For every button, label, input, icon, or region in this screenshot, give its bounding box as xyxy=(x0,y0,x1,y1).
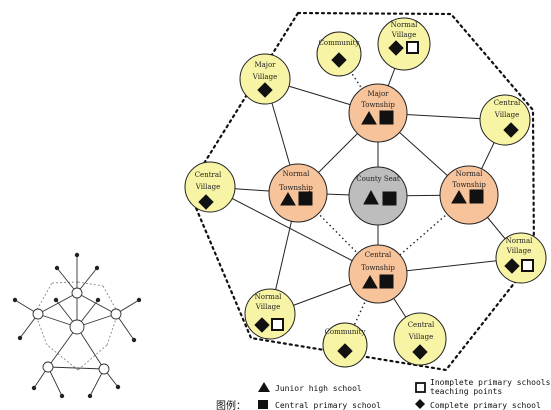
complete-primary-diamond-icon xyxy=(412,344,428,360)
incomplete-primary-square-icon xyxy=(271,318,284,331)
major-township-node xyxy=(348,83,408,143)
community-bottom-label: Community xyxy=(325,328,366,336)
legend-triangle-icon xyxy=(258,382,270,392)
legend-hollow-square-icon xyxy=(415,382,426,393)
central-village-south-node xyxy=(393,312,447,366)
school-symbols xyxy=(198,40,534,360)
community-top-label: Community xyxy=(319,39,360,47)
junior-high-triangle-icon xyxy=(361,111,377,125)
central-village-south-label-2: Village xyxy=(408,333,433,341)
county-seat-label: County Seat xyxy=(356,175,400,183)
legend-filled-square-icon xyxy=(258,400,268,409)
incomplete-primary-square-icon xyxy=(521,259,534,272)
junior-high-triangle-icon xyxy=(451,190,467,204)
major-village-label-2: Village xyxy=(252,73,277,81)
normal-village-east-label-1: Normal xyxy=(506,237,533,245)
complete-primary-diamond-icon xyxy=(198,194,214,210)
normal-village-top-node xyxy=(377,17,431,71)
normal-township-west-label-1: Normal xyxy=(283,170,310,178)
normal-village-east-label-2: Village xyxy=(506,247,531,255)
legend-incomplete-primary-label-2: teaching points xyxy=(430,387,502,396)
junior-high-triangle-icon xyxy=(362,275,378,289)
normal-township-west-label-2: Township xyxy=(279,184,313,192)
complete-primary-diamond-icon xyxy=(503,122,519,138)
complete-primary-diamond-icon xyxy=(254,317,270,333)
legend-diamond-icon xyxy=(415,399,425,409)
central-township-label-2: Township xyxy=(361,264,395,272)
complete-primary-diamond-icon xyxy=(504,258,520,274)
normal-village-top-label-1: Normal xyxy=(391,21,418,29)
junior-high-triangle-icon xyxy=(363,189,379,205)
major-township-label-1: Major xyxy=(367,90,389,98)
legend-incomplete-primary-label-1: Inomplete primary schools and xyxy=(430,378,551,387)
complete-primary-diamond-icon xyxy=(331,52,347,68)
county-seat-node xyxy=(348,166,408,226)
central-village-east-label-1: Central xyxy=(494,99,521,107)
normal-township-east-label-1: Normal xyxy=(456,170,483,178)
node-labels: County Seat Major Township Normal Townsh… xyxy=(195,21,533,341)
major-village-node xyxy=(239,53,291,105)
legend: 图例： Junior high school Central primary s… xyxy=(216,378,551,410)
central-village-south-label-1: Central xyxy=(408,321,435,329)
incomplete-primary-square-icon xyxy=(406,41,419,54)
central-township-label-1: Central xyxy=(365,251,392,259)
central-primary-square-icon xyxy=(379,110,394,125)
schematic-thumbnail xyxy=(12,252,142,399)
legend-title: 图例： xyxy=(216,399,246,410)
junior-high-triangle-icon xyxy=(280,192,296,206)
complete-primary-diamond-icon xyxy=(257,82,273,98)
major-village-label-1: Major xyxy=(254,61,276,69)
central-village-west-node xyxy=(184,161,236,213)
major-township-label-2: Township xyxy=(361,101,395,109)
central-village-east-label-2: Village xyxy=(494,111,519,119)
normal-township-west-node xyxy=(268,163,328,223)
normal-village-southwest-label-1: Normal xyxy=(255,293,282,301)
central-primary-square-icon xyxy=(382,191,397,206)
central-primary-square-icon xyxy=(379,274,394,289)
legend-central-primary-label: Central primary school xyxy=(275,401,381,410)
legend-junior-high-label: Junior high school xyxy=(275,384,362,393)
normal-village-top-label-2: Village xyxy=(391,31,416,39)
service-area-boundary xyxy=(186,11,536,372)
normal-village-southwest-label-2: Village xyxy=(255,303,280,311)
central-village-west-label-1: Central xyxy=(195,171,222,179)
normal-township-east-node xyxy=(439,165,499,225)
complete-primary-diamond-icon xyxy=(337,343,353,359)
central-village-east-node xyxy=(479,94,531,146)
legend-complete-primary-label: Complete primary school xyxy=(430,401,541,410)
complete-primary-diamond-icon xyxy=(388,40,404,56)
normal-township-east-label-2: Township xyxy=(452,181,486,189)
central-primary-square-icon xyxy=(469,189,484,204)
central-primary-square-icon xyxy=(298,191,313,206)
central-village-west-label-2: Village xyxy=(195,183,220,191)
